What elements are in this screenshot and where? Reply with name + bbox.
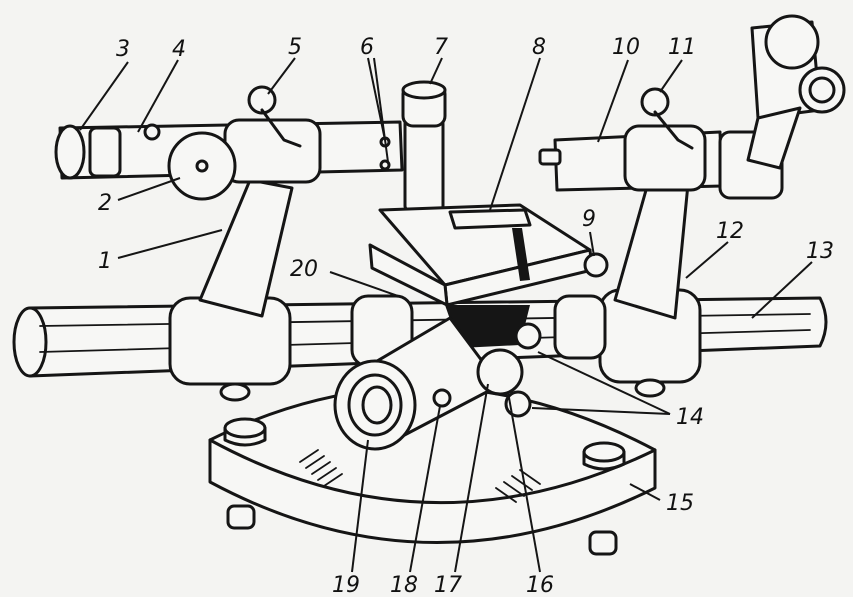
label-13: 13 [806, 239, 834, 264]
label-1: 1 [98, 249, 112, 274]
label-16: 16 [526, 573, 554, 597]
table-shadow [445, 305, 530, 348]
label-9: 9 [582, 207, 596, 232]
base-plate [208, 386, 657, 556]
label-15: 15 [666, 491, 694, 516]
leader-lines [79, 57, 813, 573]
label-5: 5 [288, 35, 302, 60]
label-12: 12 [716, 219, 744, 244]
label-3: 3 [116, 37, 130, 62]
label-11: 11 [668, 35, 696, 60]
eyepiece-assembly [333, 316, 542, 451]
prism-table [368, 203, 609, 307]
label-7: 7 [434, 35, 448, 60]
left-arm [54, 85, 404, 318]
label-17: 17 [434, 573, 462, 597]
label-20: 20 [290, 257, 318, 282]
label-6: 6 [360, 35, 374, 60]
label-18: 18 [390, 573, 418, 597]
label-19: 19 [332, 573, 360, 597]
label-10: 10 [612, 35, 640, 60]
label-2: 2 [98, 191, 112, 216]
label-8: 8 [532, 35, 546, 60]
callout-labels: 1 2 3 4 5 6 7 8 9 10 11 12 13 14 15 16 1… [98, 35, 834, 597]
label-4: 4 [172, 37, 186, 62]
right-arm [538, 14, 846, 320]
center-column [401, 80, 447, 212]
label-14: 14 [676, 405, 704, 430]
